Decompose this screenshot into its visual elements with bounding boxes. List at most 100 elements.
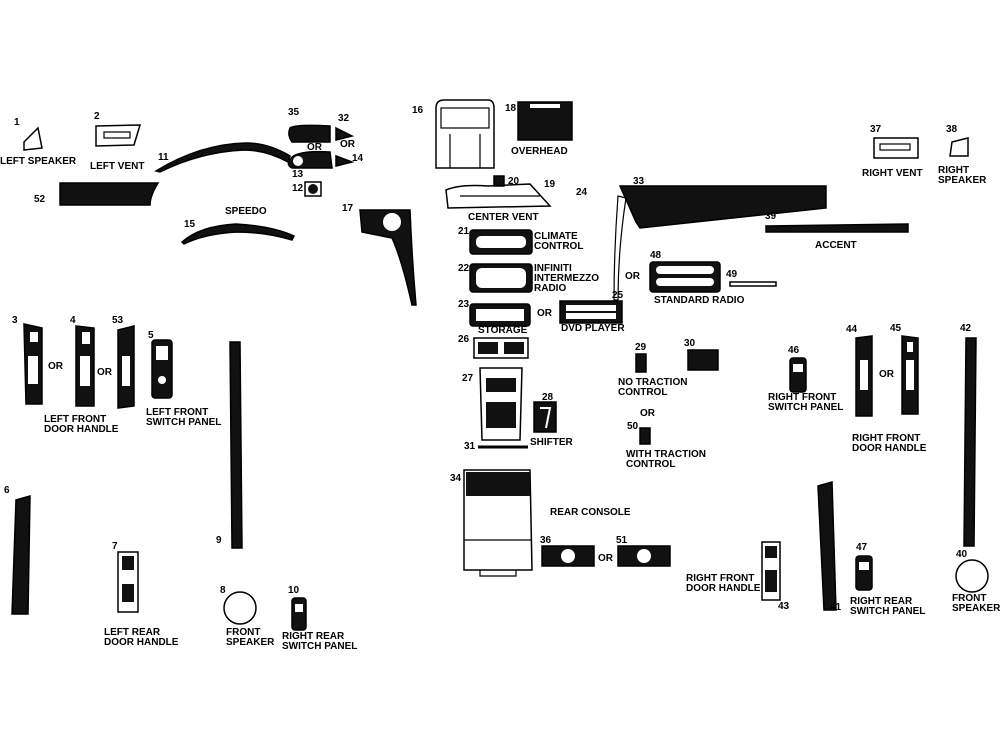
right-front-door-handle-upper-label: RIGHT FRONT DOOR HANDLE — [852, 433, 927, 454]
left-rear-door-handle-label: LEFT REAR DOOR HANDLE — [104, 627, 179, 648]
part-5-number: 5 — [148, 330, 154, 341]
part-18-shape — [517, 101, 573, 141]
part-31-number: 31 — [464, 441, 476, 452]
part-15-number: 15 — [184, 219, 196, 230]
part-24-shape — [613, 195, 627, 301]
part-52-shape — [59, 182, 160, 206]
part-1-label: LEFT SPEAKER — [0, 156, 77, 167]
part-18-label: OVERHEAD — [511, 146, 568, 157]
part-40-label: FRONT SPEAKER — [952, 593, 1000, 614]
part-28-number: 28 — [542, 392, 554, 403]
part-51-number: 51 — [616, 535, 628, 546]
part-2-number: 2 — [94, 111, 100, 122]
part-6-shape — [11, 495, 31, 615]
part-13-number: 13 — [292, 169, 304, 180]
part-38-number: 38 — [946, 124, 958, 135]
part-25-label: DVD PLAYER — [561, 323, 625, 334]
part-28-label: SHIFTER — [530, 437, 573, 448]
part-25-shape — [559, 300, 623, 324]
part-39-shape — [765, 223, 909, 233]
part-21-number: 21 — [458, 226, 470, 237]
part-32-number: 32 — [338, 113, 350, 124]
part-7-number: 7 — [112, 541, 118, 552]
part-22-label: INFINITI INTERMEZZO RADIO — [534, 263, 599, 294]
part-16-number: 16 — [412, 105, 424, 116]
part-49-shape — [729, 281, 777, 287]
part-48-label: STANDARD RADIO — [654, 295, 745, 306]
part-43-number: 43 — [778, 601, 790, 612]
part-37-number: 37 — [870, 124, 882, 135]
part-1-shape — [23, 126, 43, 151]
part-30-number: 30 — [684, 338, 696, 349]
part-10-shape — [291, 597, 307, 631]
part-2-shape — [95, 124, 142, 147]
part-53-number: 53 — [112, 315, 124, 326]
part-23-label: STORAGE — [478, 325, 528, 336]
or-label-radio: OR — [625, 271, 640, 282]
part-29-label: NO TRACTION CONTROL — [618, 377, 688, 398]
part-46-shape — [789, 357, 807, 393]
part-50-number: 50 — [627, 421, 639, 432]
part-45-number: 45 — [890, 323, 902, 334]
part-47-label: RIGHT REAR SWITCH PANEL — [850, 596, 926, 617]
part-2-label: LEFT VENT — [90, 161, 145, 172]
part-36-number: 36 — [540, 535, 552, 546]
left-front-switch-panel-label: LEFT FRONT SWITCH PANEL — [146, 407, 222, 428]
part-26-number: 26 — [458, 334, 470, 345]
or-label-35: OR — [307, 142, 322, 153]
part-3-number: 3 — [12, 315, 18, 326]
part-14-number: 14 — [352, 153, 364, 164]
or-label-traction: OR — [640, 408, 655, 419]
part-19-number: 19 — [544, 179, 556, 190]
part-28-shape — [533, 401, 557, 433]
part-17-shape — [359, 209, 417, 306]
part-29-shape — [635, 353, 647, 373]
part-29-number: 29 — [635, 342, 647, 353]
or-label-storage-dvd: OR — [537, 308, 552, 319]
part-38-label: RIGHT SPEAKER — [938, 165, 987, 186]
part-20-shape — [493, 175, 505, 187]
part-8-shape — [223, 591, 257, 625]
part-40-number: 40 — [956, 549, 968, 560]
part-44-number: 44 — [846, 324, 858, 335]
part-14-shape — [335, 154, 355, 167]
part-21-label: CLIMATE CONTROL — [534, 231, 584, 252]
part-23-number: 23 — [458, 299, 470, 310]
part-12-number: 12 — [292, 183, 304, 194]
part-50-label: WITH TRACTION CONTROL — [626, 449, 706, 470]
part-39-number: 39 — [765, 211, 777, 222]
part-47-number: 47 — [856, 542, 868, 553]
part-33-number: 33 — [633, 176, 645, 187]
part-17-number: 17 — [342, 203, 354, 214]
left-front-door-handle-label: LEFT FRONT DOOR HANDLE — [44, 414, 119, 435]
or-label-4-53: OR — [97, 367, 112, 378]
part-9-shape — [229, 341, 243, 549]
part-35-shape — [288, 124, 331, 143]
part-11-number: 11 — [158, 152, 169, 163]
part-30-shape — [687, 349, 719, 371]
part-32-shape — [335, 126, 355, 141]
part-41-number: 41 — [830, 602, 842, 613]
part-27-number: 27 — [462, 373, 474, 384]
or-label-3-4: OR — [48, 361, 63, 372]
part-42-number: 42 — [960, 323, 972, 334]
part-46-number: 46 — [788, 345, 800, 356]
right-front-door-handle-lower-label: RIGHT FRONT DOOR HANDLE — [686, 573, 761, 594]
part-9-number: 9 — [216, 535, 222, 546]
part-16-shape — [435, 99, 495, 169]
part-15-shape — [180, 223, 296, 245]
part-10-number: 10 — [288, 585, 300, 596]
part-4-number: 4 — [70, 315, 76, 326]
part-46-label: RIGHT FRONT SWITCH PANEL — [768, 392, 844, 413]
part-15-label: SPEEDO — [225, 206, 267, 217]
part-37-shape — [873, 137, 919, 159]
part-39-label: ACCENT — [815, 240, 857, 251]
part-24-number: 24 — [576, 187, 588, 198]
part-1-number: 1 — [14, 117, 20, 128]
part-11-shape — [154, 142, 291, 173]
part-22-number: 22 — [458, 263, 470, 274]
part-18-number: 18 — [505, 103, 517, 114]
part-49-number: 49 — [726, 269, 738, 280]
